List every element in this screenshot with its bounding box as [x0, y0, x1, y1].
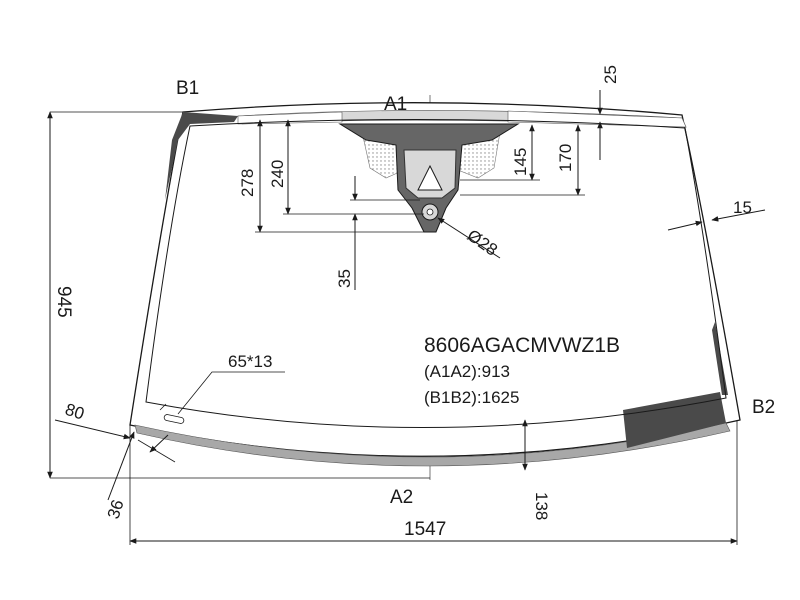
glass-outer-edge: [129, 102, 741, 457]
top-frit-gap-right: [507, 110, 687, 128]
distance-b1b2: (B1B2):1625: [424, 388, 519, 407]
ceramic-right-side: [712, 322, 728, 395]
label-a1: A1: [384, 94, 407, 115]
dim-36-a: [107, 431, 135, 501]
ceramic-corner-left: [165, 112, 238, 200]
dim-label-65x13: 65*13: [228, 352, 272, 371]
ext-80: [137, 439, 176, 463]
slot-marker: [159, 403, 167, 411]
dim-label-138: 138: [532, 492, 551, 520]
dim-label-80: 80: [63, 400, 87, 424]
part-number: 8606AGACMVWZ1B: [424, 334, 620, 357]
dim-label-15: 15: [733, 198, 752, 217]
glass-inner-edge: [145, 118, 727, 429]
label-a2: A2: [390, 487, 413, 508]
ceramic-corner-right-bottom: [623, 392, 726, 448]
dim-label-240: 240: [268, 160, 287, 188]
leader-d28: [437, 217, 501, 259]
bottom-frit-band: [134, 422, 731, 467]
dim-label-25: 25: [601, 65, 620, 84]
leader-65x13: [177, 371, 285, 415]
dim-80-line: [54, 419, 131, 440]
dim-label-36: 36: [104, 497, 128, 521]
dim-label-945: 945: [53, 286, 74, 318]
camera-triangle-icon: [417, 164, 443, 191]
label-b1: B1: [176, 78, 199, 99]
label-b2: B2: [752, 397, 775, 418]
dim-15-left: [667, 220, 703, 231]
dim-label-145: 145: [511, 148, 530, 176]
dim-36-b: [149, 434, 169, 453]
dim-label-35: 35: [335, 269, 354, 288]
small-slot: [163, 414, 185, 424]
dim-15-right: [711, 209, 766, 222]
dim-label-278: 278: [238, 169, 257, 197]
sensor-hole-inner: [426, 208, 434, 216]
dim-label-170: 170: [556, 144, 575, 172]
dim-label-1547: 1547: [404, 519, 446, 540]
distance-a1a2: (A1A2):913: [424, 362, 510, 381]
